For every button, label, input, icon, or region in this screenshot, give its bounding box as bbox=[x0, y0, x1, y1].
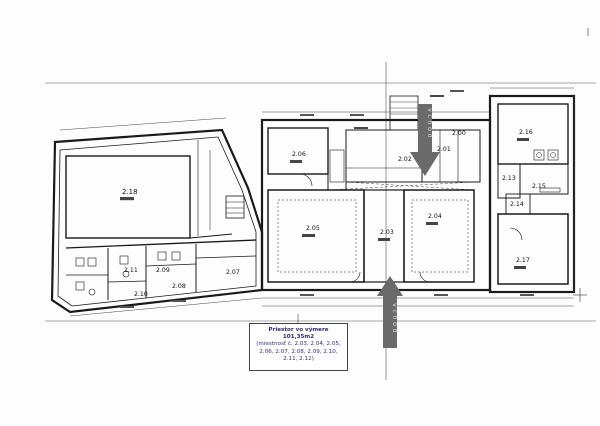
callout-body: (miestnosť č. 2.03, 2.04, 2.05, 2.06, 2.… bbox=[256, 341, 341, 362]
room-label-2-05: 2.05 bbox=[306, 225, 320, 232]
compass-symbol bbox=[573, 288, 587, 302]
room-label-2-15: 2.15 bbox=[532, 183, 546, 190]
callout-title: Priestor vo výmere 101,35m2 bbox=[268, 327, 329, 341]
dimension-ticks bbox=[120, 90, 534, 308]
area-tag bbox=[517, 138, 529, 141]
room-label-2-09: 2.09 bbox=[156, 267, 170, 274]
room-label-2-13: 2.13 bbox=[502, 175, 516, 182]
room-label-2-11: 2.11 bbox=[124, 267, 138, 274]
room-label-2-18-left: 2.18 bbox=[122, 188, 138, 196]
right-wing-walls bbox=[488, 94, 576, 294]
entrance-arrow-bottom: vchod bbox=[377, 276, 403, 348]
left-wing-walls bbox=[50, 128, 264, 314]
room-label-2-10: 2.10 bbox=[134, 291, 148, 298]
central-walls bbox=[260, 95, 492, 292]
room-label-2-16: 2.16 bbox=[519, 129, 533, 136]
area-tag bbox=[378, 238, 390, 241]
room-label-2-04: 2.04 bbox=[428, 213, 442, 220]
room-label-2-01: 2.01 bbox=[437, 146, 451, 153]
area-callout-box: Priestor vo výmere 101,35m2 (miestnosť č… bbox=[249, 323, 348, 371]
room-label-2-17: 2.17 bbox=[516, 257, 530, 264]
entrance-label-bottom: vchod bbox=[391, 303, 399, 335]
room-label-2-06: 2.06 bbox=[292, 151, 306, 158]
area-tag bbox=[290, 160, 302, 163]
area-tag bbox=[514, 266, 526, 269]
area-tag bbox=[426, 222, 438, 225]
room-label-2-02: 2.02 bbox=[398, 156, 412, 163]
entrance-arrow-top: vchod bbox=[410, 104, 440, 176]
room-label-2-14: 2.14 bbox=[510, 201, 524, 208]
room-label-2-00: 2.00 bbox=[452, 130, 466, 137]
area-tag bbox=[302, 234, 315, 237]
room-label-2-07: 2.07 bbox=[226, 269, 240, 276]
area-tag bbox=[120, 197, 134, 201]
room-label-2-03: 2.03 bbox=[380, 229, 394, 236]
entrance-label-top: vchod bbox=[426, 108, 434, 140]
dimension-lines bbox=[59, 87, 575, 317]
room-label-2-08: 2.08 bbox=[172, 283, 186, 290]
window-marks bbox=[276, 95, 554, 293]
